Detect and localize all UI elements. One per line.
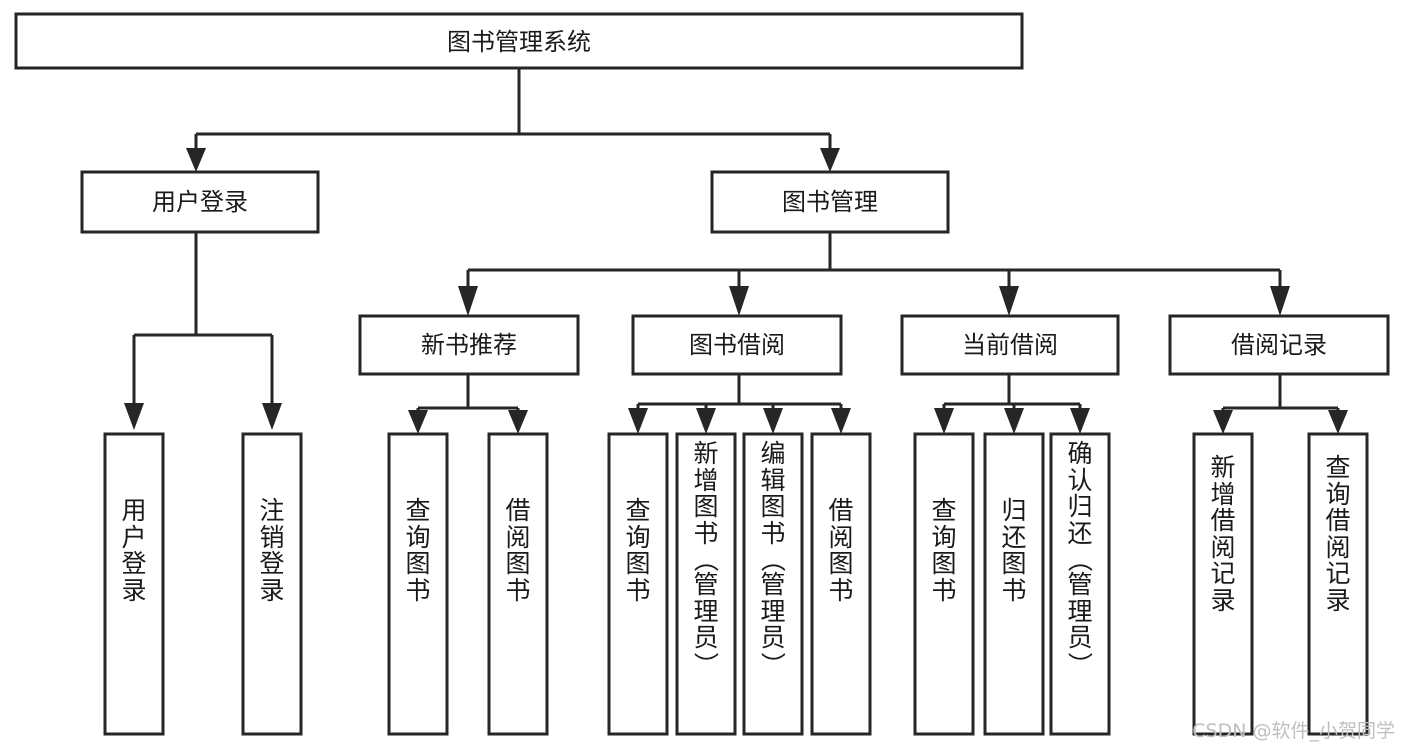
leaf-boxes <box>103 432 1369 736</box>
node-root-box[interactable] <box>14 12 1024 70</box>
arrow-head-current-borrow <box>999 286 1019 316</box>
arrow-head-leaf-record-add <box>1213 410 1233 434</box>
node-book-management-box[interactable] <box>710 170 950 234</box>
node-new-book-recommend-box[interactable] <box>358 314 580 376</box>
node-book-borrow[interactable]: 图书借阅 <box>631 314 843 376</box>
node-root-label: 图书管理系统 <box>447 28 591 56</box>
arrow-head-leaf-user-logout <box>262 403 282 430</box>
connectors <box>124 68 1348 434</box>
node-leaf-current-confirm-return-box[interactable] <box>1049 432 1111 736</box>
arrow-head-leaf-borrow-borrow-book <box>831 408 851 434</box>
node-user-login-box[interactable] <box>80 170 320 234</box>
arrow-head-leaf-borrow-query-book <box>628 408 648 434</box>
node-leaf-record-query-box[interactable] <box>1307 432 1369 736</box>
arrow-head-leaf-current-confirm-return <box>1070 408 1090 434</box>
node-borrow-record[interactable]: 借阅记录 <box>1168 314 1390 376</box>
node-current-borrow-box[interactable] <box>900 314 1120 376</box>
node-leaf-borrow-query-book-box[interactable] <box>607 432 669 736</box>
node-leaf-current-return-book-box[interactable] <box>983 432 1045 736</box>
arrow-head-borrow-record <box>1270 286 1290 316</box>
node-leaf-recommend-query-book-box[interactable] <box>387 432 449 736</box>
node-book-borrow-label: 图书借阅 <box>689 331 785 359</box>
arrow-head-leaf-borrow-edit-book <box>763 408 783 434</box>
node-leaf-user-logout-box[interactable] <box>241 432 303 736</box>
node-leaf-borrow-edit-book-box[interactable] <box>742 432 804 736</box>
node-borrow-record-label: 借阅记录 <box>1231 331 1327 359</box>
arrow-head-book-management <box>820 148 840 172</box>
arrow-head-leaf-recommend-borrow-book <box>508 410 528 434</box>
node-current-borrow[interactable]: 当前借阅 <box>900 314 1120 376</box>
node-leaf-borrow-add-book-box[interactable] <box>675 432 737 736</box>
node-leaf-record-add-box[interactable] <box>1192 432 1254 736</box>
node-borrow-record-box[interactable] <box>1168 314 1390 376</box>
arrow-head-book-borrow <box>729 286 749 316</box>
node-book-management[interactable]: 图书管理 <box>710 170 950 234</box>
csdn-watermark: CSDN @软件_小贺同学 <box>1192 720 1395 742</box>
node-book-borrow-box[interactable] <box>631 314 843 376</box>
node-leaf-current-query-book-box[interactable] <box>913 432 975 736</box>
node-user-login[interactable]: 用户登录 <box>80 170 320 234</box>
node-new-book-recommend[interactable]: 新书推荐 <box>358 314 580 376</box>
arrow-head-leaf-recommend-query-book <box>408 410 428 434</box>
node-user-login-label: 用户登录 <box>152 188 248 216</box>
node-leaf-recommend-borrow-book-box[interactable] <box>487 432 549 736</box>
node-leaf-borrow-borrow-book-box[interactable] <box>810 432 872 736</box>
arrow-head-leaf-current-return-book <box>1004 408 1024 434</box>
node-book-management-label: 图书管理 <box>782 188 878 216</box>
arrow-head-leaf-current-query-book <box>934 408 954 434</box>
node-current-borrow-label: 当前借阅 <box>962 331 1058 359</box>
node-new-book-recommend-label: 新书推荐 <box>421 331 517 359</box>
arrow-head-leaf-record-query <box>1328 410 1348 434</box>
node-leaf-user-login-box[interactable] <box>103 432 165 736</box>
node-root[interactable]: 图书管理系统 <box>14 12 1024 70</box>
arrow-head-leaf-user-login <box>124 403 144 430</box>
arrow-head-leaf-borrow-add-book <box>696 408 716 434</box>
arrow-head-new-book-recommend <box>458 286 478 316</box>
arrow-head-user-login <box>186 148 206 172</box>
